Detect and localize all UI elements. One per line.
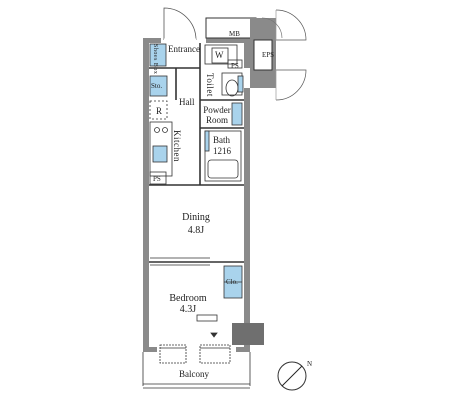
bath-size-label: 1216 — [213, 146, 231, 156]
outer-walls — [143, 38, 264, 352]
dining-size-label: 4.8J — [187, 225, 205, 236]
dining-label: Dining — [182, 212, 210, 223]
meter-box-label: MB — [229, 30, 240, 38]
storage-label: Sto. — [151, 82, 163, 90]
refrigerator-label: R — [156, 106, 163, 116]
washer-area — [204, 44, 238, 65]
sliding-door — [150, 257, 210, 266]
ps-label-lower: PS — [153, 175, 161, 183]
entrance-label: Entrance — [168, 44, 200, 54]
closet-label: Clo. — [226, 278, 238, 286]
closet — [223, 265, 243, 299]
powder-room-label-2: Room — [205, 115, 228, 125]
eps-label: EPS — [262, 51, 275, 59]
north-label: N — [307, 360, 313, 368]
bath-label: Bath — [213, 135, 230, 145]
balcony-area — [142, 344, 251, 389]
storage — [149, 75, 168, 97]
bedroom-size-label: 4.3J — [179, 304, 197, 315]
refrigerator — [149, 100, 168, 120]
toilet-fixture — [221, 72, 244, 97]
toilet-label: Toilet — [205, 73, 215, 97]
interior-walls — [149, 43, 244, 263]
hall-label: Hall — [179, 97, 195, 107]
powder-room-label-1: Powder — [203, 105, 231, 115]
kitchen-counter — [149, 121, 173, 177]
north-arrow-icon — [277, 361, 307, 391]
washer-label: W — [215, 50, 224, 60]
shoes-box-label: Shoes Box — [152, 44, 158, 75]
kitchen-label: Kitchen — [172, 130, 182, 162]
bedroom-label: Bedroom — [169, 293, 207, 304]
pipe-spaces — [149, 59, 243, 185]
eps-door-swings — [261, 9, 307, 101]
powder-sink — [231, 102, 243, 126]
meter-box-area — [205, 17, 276, 88]
shoes-box — [149, 43, 167, 67]
bedroom-details — [196, 314, 218, 338]
bath-fixture — [204, 130, 242, 182]
entrance-door — [163, 7, 197, 42]
balcony-label: Balcony — [179, 369, 209, 379]
ps-label-upper: PS — [231, 62, 239, 70]
